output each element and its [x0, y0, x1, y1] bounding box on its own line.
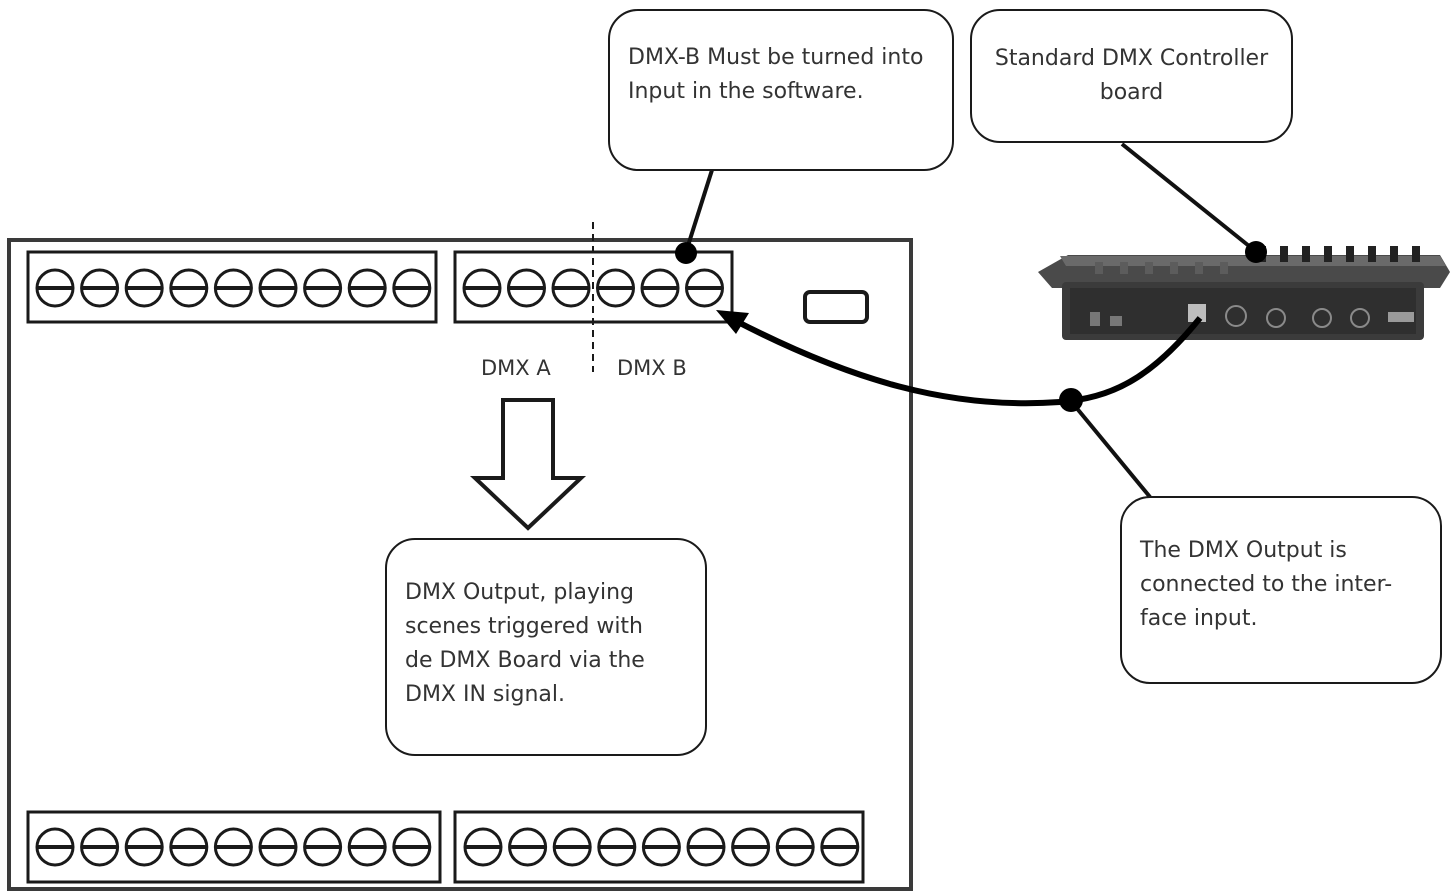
callout-controller-text: Standard DMX Controller board	[994, 46, 1269, 105]
callout-dmx-output-connected: The DMX Output is connected to the inter…	[1120, 496, 1442, 684]
terminal-block-bottom-right	[453, 810, 865, 884]
pointer-line-controller-callout	[1120, 142, 1256, 252]
label-dmx-b: DMX B	[617, 356, 687, 380]
terminal-row-top-left	[35, 268, 432, 308]
pointer-dot-controller	[1245, 241, 1267, 263]
terminal-row-bottom-left	[35, 827, 432, 867]
pointer-dot-cable	[1059, 388, 1083, 412]
interface-board	[7, 238, 913, 891]
down-arrow-icon	[469, 398, 587, 531]
terminal-row-bottom-right	[463, 827, 860, 867]
pointer-line-output-callout	[1068, 398, 1152, 499]
callout-dmx-output-connected-text: The DMX Output is connected to the inter…	[1140, 538, 1393, 631]
connector-slot	[803, 290, 869, 324]
callout-dmx-output-playing: DMX Output, playing scenes triggered wit…	[385, 538, 707, 756]
callout-dmx-b-input-text: DMX-B Must be turned into Input in the s…	[628, 45, 924, 104]
terminal-block-bottom-left	[26, 810, 442, 884]
callout-controller: Standard DMX Controller board	[970, 9, 1293, 143]
pointer-dot-dmx-b	[675, 242, 697, 264]
label-dmx-a: DMX A	[481, 356, 551, 380]
cable-arrowhead-icon	[716, 310, 749, 334]
callout-dmx-output-playing-text: DMX Output, playing scenes triggered wit…	[405, 580, 645, 707]
callout-dmx-b-input: DMX-B Must be turned into Input in the s…	[608, 9, 954, 171]
terminal-block-top-left	[26, 250, 438, 324]
pointer-line-dmx-b-callout	[684, 169, 714, 253]
dmx-controller-device	[1038, 246, 1450, 340]
dmx-cable	[732, 316, 1203, 407]
terminal-row-top-right	[462, 268, 724, 308]
